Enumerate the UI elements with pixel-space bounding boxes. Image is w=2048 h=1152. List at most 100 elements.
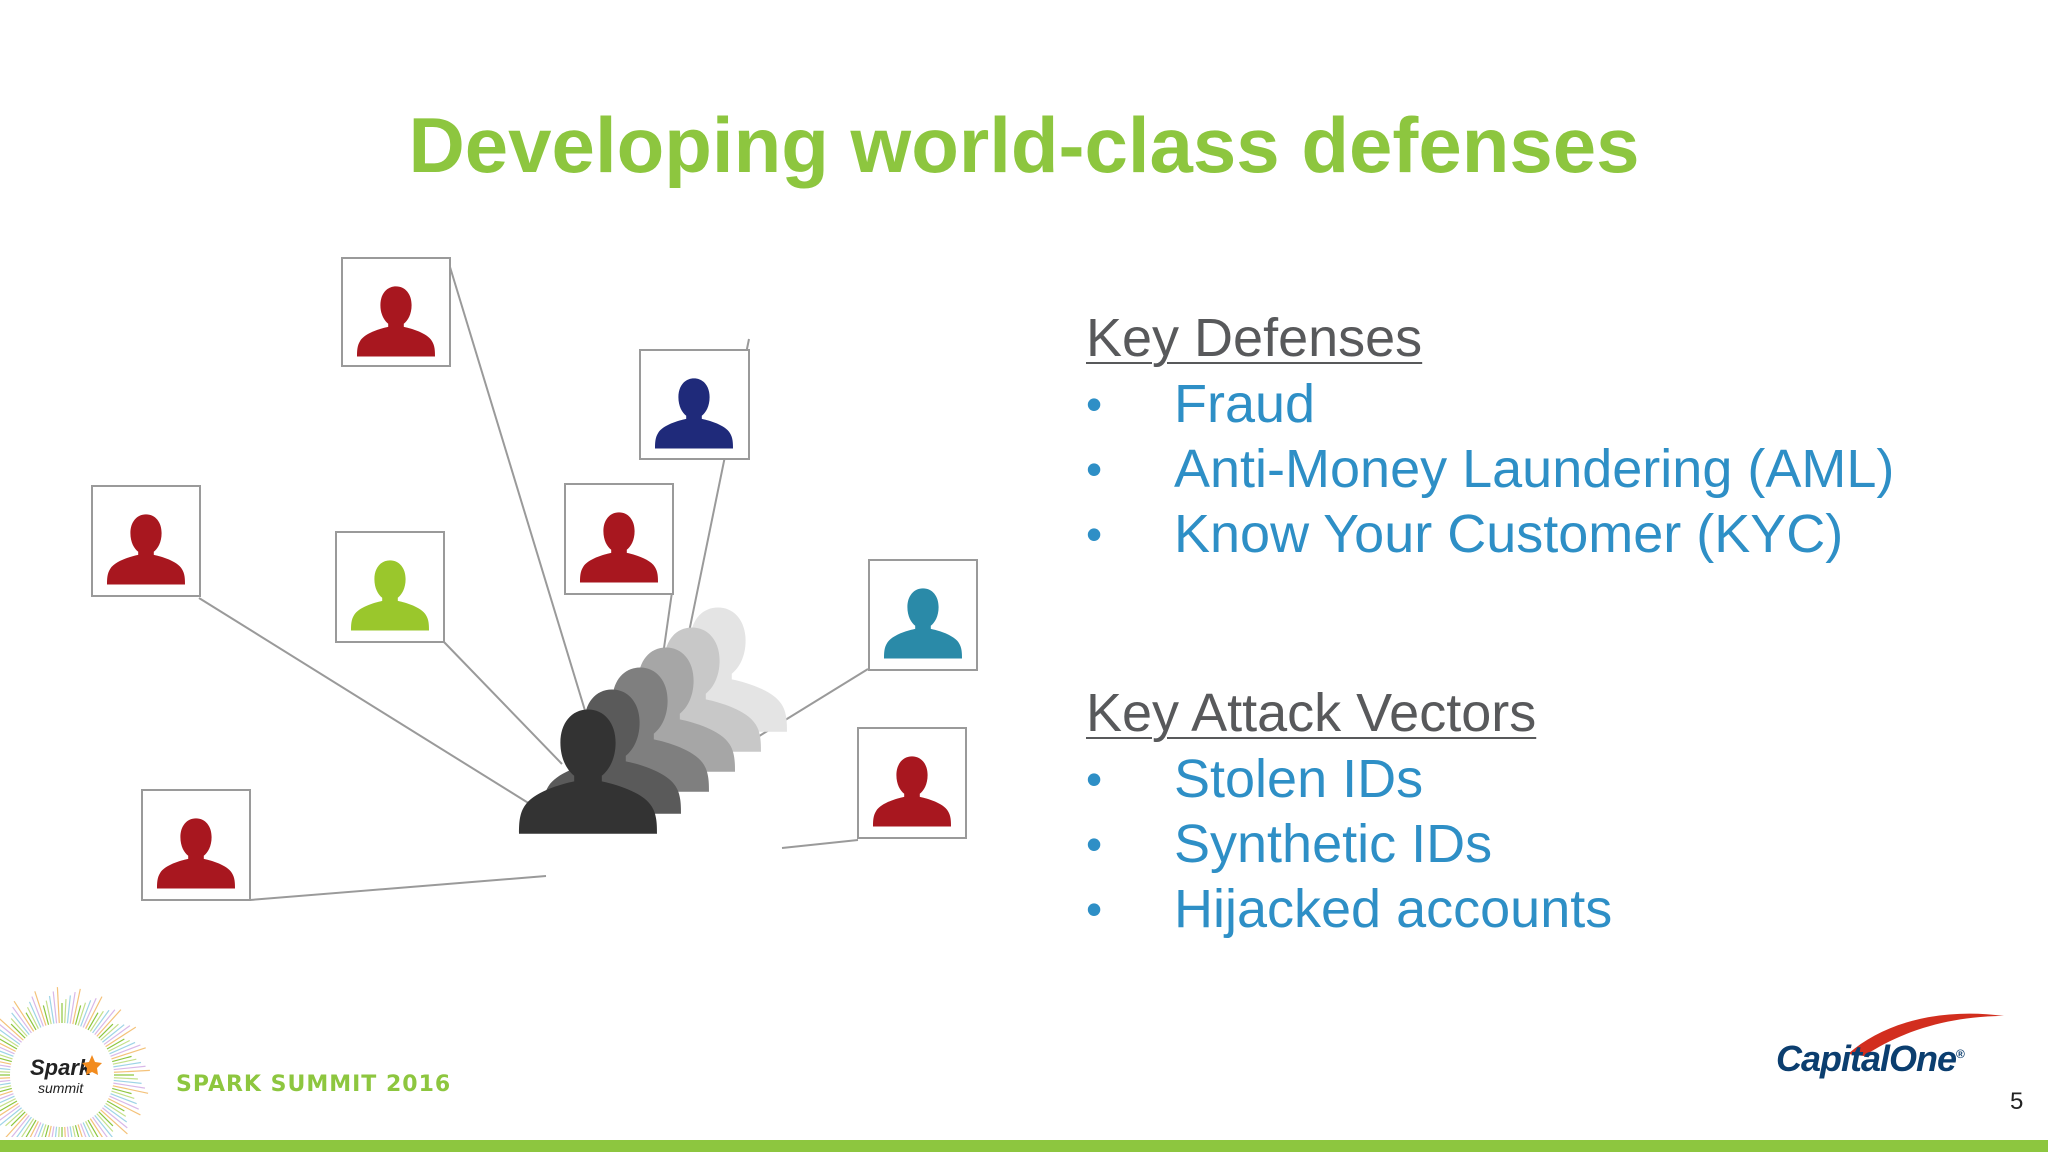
bullet-icon: •: [1086, 883, 1103, 935]
logo-ray: [112, 1085, 149, 1094]
logo-ray: [113, 1077, 138, 1080]
logo-ray: [0, 1038, 18, 1050]
logo-ray: [13, 1000, 35, 1032]
logo-ray: [51, 1126, 55, 1137]
logo-ray: [5, 1109, 24, 1127]
logo-ray: [108, 1039, 130, 1052]
logo-ray: [42, 1005, 50, 1025]
logo-ray: [92, 1116, 108, 1137]
logo-ray: [105, 1026, 137, 1048]
logo-ray: [72, 1125, 76, 1137]
logo-ray: [80, 1000, 92, 1027]
logo-ray: [64, 1126, 66, 1137]
logo-ray: [0, 1077, 11, 1079]
node-box: [335, 531, 445, 643]
logo-ray: [69, 991, 76, 1024]
logo-ray: [89, 1118, 103, 1137]
node-box: [857, 727, 967, 839]
connector-line: [781, 839, 859, 849]
list-item: • Know Your Customer (KYC): [1086, 502, 1986, 567]
logo-ray: [0, 1054, 13, 1060]
logo-ray: [29, 1121, 39, 1137]
slide-title: Developing world-class defenses: [408, 101, 1640, 189]
logo-ray: [0, 1079, 11, 1083]
logo-ray: [12, 1006, 32, 1034]
logo-ray: [37, 1123, 44, 1137]
key-attack-vectors-section: Key Attack Vectors • Stolen IDs • Synthe…: [1086, 681, 1986, 942]
bullet-icon: •: [1086, 378, 1103, 430]
logo-ray: [98, 1023, 114, 1039]
logo-ray: [0, 1095, 15, 1104]
node-box: [639, 349, 750, 460]
logo-ray: [113, 1069, 150, 1073]
connector-line: [198, 597, 547, 815]
logo-ray: [100, 1109, 128, 1135]
logo-ray: [0, 1082, 11, 1086]
logo-ray: [105, 1102, 127, 1117]
brand-registered-mark: ®: [1956, 1047, 1965, 1061]
logo-ray: [0, 1087, 12, 1093]
logo-ray: [10, 1111, 26, 1127]
logo-ray: [103, 1105, 128, 1123]
list-item: • Stolen IDs: [1086, 747, 1986, 812]
logo-ray: [28, 1001, 42, 1028]
svg-text:Spark: Spark: [30, 1055, 93, 1080]
page-number: 5: [2010, 1088, 2024, 1115]
logo-ray: [77, 1002, 87, 1026]
logo-ray: [0, 1093, 14, 1100]
logo-ray: [54, 1126, 58, 1137]
bullet-text: Synthetic IDs: [1174, 814, 1493, 874]
logo-ray: [48, 995, 55, 1024]
key-defenses-section: Key Defenses • Fraud • Anti-Money Launde…: [1086, 306, 1986, 567]
logo-ray: [110, 1044, 141, 1057]
connector-line: [443, 641, 563, 765]
logo-ray: [33, 1122, 42, 1137]
logo-ray: [112, 1087, 132, 1095]
node-box: [91, 485, 201, 597]
logo-ray: [0, 1105, 21, 1121]
logo-ray: [10, 1023, 26, 1039]
logo-ray: [69, 1126, 73, 1137]
logo-ray: [21, 1118, 35, 1137]
connector-line: [249, 875, 547, 901]
logo-ray: [82, 998, 97, 1028]
logo-ray: [87, 1119, 99, 1137]
logo-ray: [92, 1009, 110, 1034]
logo-ray: [96, 1009, 122, 1037]
logo-ray: [0, 1098, 16, 1108]
section-heading: Key Attack Vectors: [1086, 683, 1537, 743]
bullet-text: Stolen IDs: [1174, 749, 1424, 809]
logo-ray: [94, 1009, 116, 1035]
logo-ray: [0, 1042, 16, 1052]
logo-ray: [102, 1107, 128, 1129]
logo-ray: [25, 1119, 37, 1137]
logo-ray: [0, 1057, 12, 1063]
logo-ray: [56, 987, 60, 1024]
logo-ray: [106, 1038, 125, 1050]
node-box: [341, 257, 451, 367]
logo-ray: [100, 1023, 119, 1041]
list-item: • Anti-Money Laundering (AML): [1086, 437, 1986, 502]
event-label: SPARK SUMMIT 2016: [176, 1072, 452, 1097]
bullet-icon: •: [1086, 443, 1103, 495]
logo-ray: [94, 1115, 113, 1137]
logo-ray: [111, 1047, 146, 1060]
capital-one-swoosh-icon: [1848, 1013, 2004, 1056]
logo-ray: [26, 1007, 39, 1029]
accent-bar: [0, 1140, 2048, 1152]
logo-ray: [0, 1050, 14, 1057]
list-item: • Hijacked accounts: [1086, 877, 1986, 942]
logo-ray: [80, 1123, 87, 1137]
capital-one-logo: CapitalOne®: [1776, 1010, 2006, 1090]
logo-ray: [0, 1061, 12, 1065]
logo-ray: [109, 1041, 136, 1055]
logo-ray: [44, 1125, 50, 1137]
logo-ray: [74, 1125, 80, 1137]
bullet-text: Anti-Money Laundering (AML): [1174, 439, 1895, 499]
logo-ray: [10, 1018, 28, 1037]
logo-ray: [41, 1124, 47, 1137]
network-illustration: [91, 257, 978, 901]
logo-ray: [108, 1098, 141, 1116]
logo-ray: [0, 1064, 11, 1068]
logo-ray: [45, 1000, 52, 1025]
